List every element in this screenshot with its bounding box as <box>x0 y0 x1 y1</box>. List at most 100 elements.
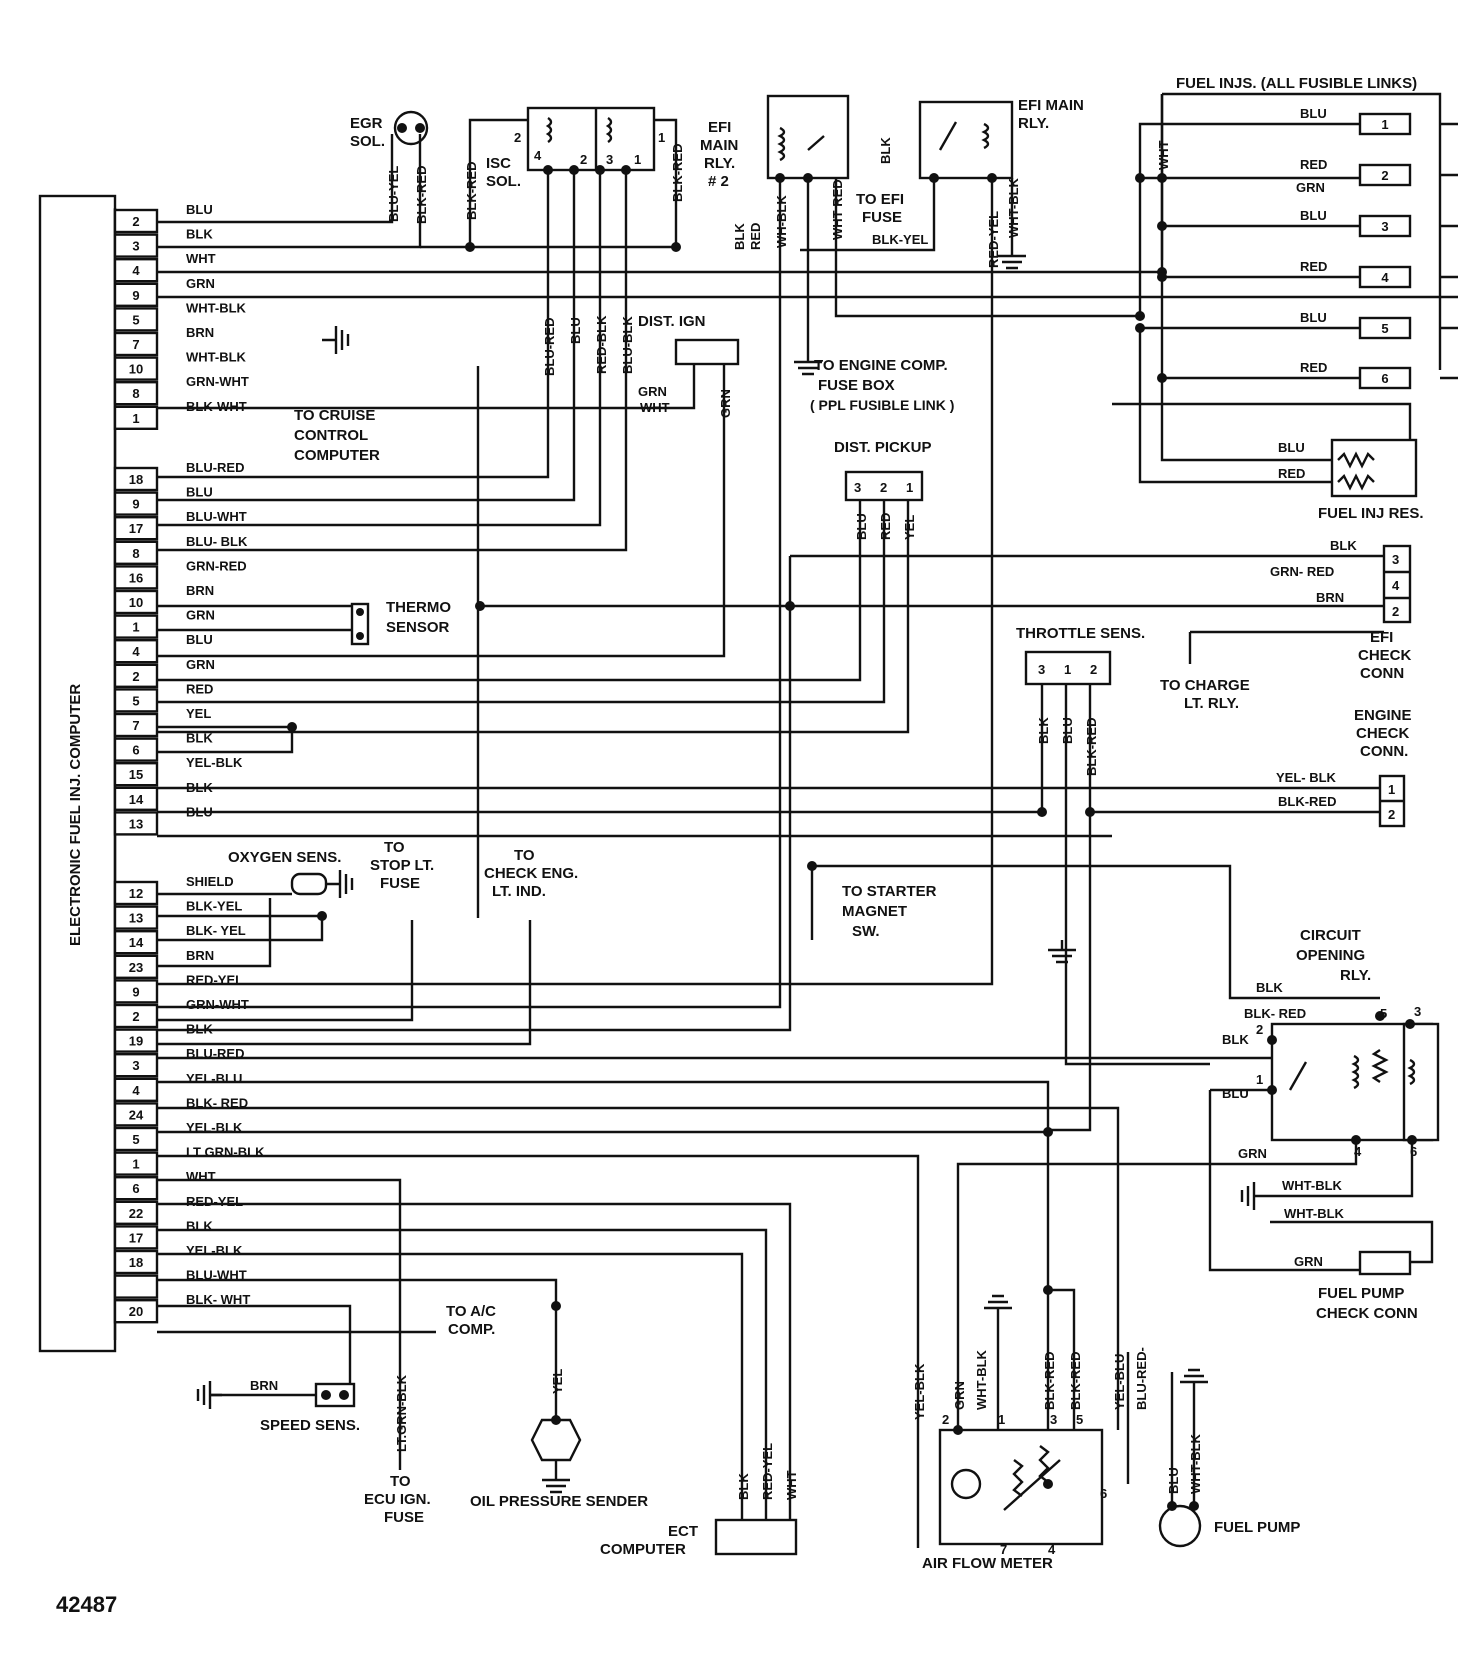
pin-cell <box>113 1200 159 1226</box>
pin-number: 4 <box>132 263 140 278</box>
pin-cell <box>113 516 159 541</box>
injector-number: 3 <box>1381 219 1388 234</box>
wire-label: WHT-BLK <box>1188 1433 1203 1494</box>
injector-connector <box>1358 163 1412 187</box>
pin-cell <box>113 688 159 713</box>
pin-number: 16 <box>129 570 143 585</box>
pin-wire-color: BLK- YEL <box>186 923 246 938</box>
speed-sensor: SPEED SENS. TO A/C COMP. TO ECU IGN. FUS… <box>260 1303 496 1526</box>
to-cruise-3: COMPUTER <box>294 447 380 464</box>
injector-number: 6 <box>1381 371 1388 386</box>
pin-number: 4 <box>132 644 140 659</box>
pin-wire-color: BLU <box>186 632 213 647</box>
wire-labels: BLU-YEL BLK-RED BLK-RED BLK-RED BLU-RED … <box>250 137 1357 1500</box>
pin-number: 18 <box>129 472 143 487</box>
wire-label: WHT-BLK <box>974 1349 989 1410</box>
pin-number: 14 <box>129 935 144 950</box>
pin-cell <box>113 1077 159 1103</box>
pin-number: 17 <box>129 1230 143 1245</box>
cor-pin-1: 1 <box>1256 1072 1263 1087</box>
pin-number: 22 <box>129 1206 143 1221</box>
throttle-pin-3: 3 <box>1038 662 1045 677</box>
pin-number: 3 <box>132 239 139 254</box>
isc-pin-3: 3 <box>606 152 613 167</box>
wire-label: WHT <box>784 1470 799 1500</box>
efi-main-relay-2: EFI MAIN RLY. # 2 <box>700 94 850 190</box>
pin-number: 15 <box>129 767 143 782</box>
injector-wire-color: GRN <box>1296 180 1325 195</box>
pin-cell <box>113 1274 159 1299</box>
injector-number: 2 <box>1381 168 1388 183</box>
pin-cell <box>113 1249 159 1275</box>
wire-label: WHT <box>640 400 670 415</box>
pin-cell <box>113 1052 159 1078</box>
cor-label-1: CIRCUIT <box>1300 927 1361 944</box>
wire-label: WH-BLK <box>774 195 789 248</box>
wire-label: GRN <box>638 384 667 399</box>
wire-label: BLK-RED <box>1068 1352 1083 1411</box>
pin-cell <box>113 466 159 492</box>
wire-label: RED-YEL <box>986 211 1001 268</box>
wire-label: BLU <box>1278 440 1305 455</box>
ground-icon <box>326 870 354 898</box>
oil-pressure-sender: OIL PRESSURE SENDER <box>470 1418 648 1510</box>
pin-number: 12 <box>129 886 143 901</box>
pin-number: 3 <box>132 1058 139 1073</box>
pin-cell <box>113 1298 159 1324</box>
wire-label: WHT <box>1156 140 1171 170</box>
pin-cell <box>113 282 159 307</box>
wire-label: YEL- BLK <box>1276 770 1337 785</box>
pin-number: 6 <box>132 743 139 758</box>
to-ac-1: TO A/C <box>446 1303 496 1320</box>
to-charge-2: LT. RLY. <box>1184 695 1239 712</box>
wire-label: BRN <box>250 1378 278 1393</box>
pin-cell <box>113 614 159 639</box>
pin-number: 7 <box>132 718 139 733</box>
efi-rly2-label-3: RLY. <box>704 155 735 172</box>
pin-cell <box>113 540 159 565</box>
thermo-sensor: THERMO SENSOR <box>350 599 451 646</box>
to-efi-fuse-1: TO EFI <box>856 191 904 208</box>
to-starter-1: TO STARTER <box>842 883 937 900</box>
wire-label: RED <box>1278 466 1305 481</box>
cor-pin-4: 4 <box>1354 1144 1362 1159</box>
dist-pickup-label: DIST. PICKUP <box>834 439 932 456</box>
pin-cell <box>113 331 159 357</box>
pin-wire-color: BRN <box>186 948 214 963</box>
cor-label-3: RLY. <box>1340 967 1371 984</box>
pin-cell <box>113 565 159 590</box>
fp-check-label-1: FUEL PUMP <box>1318 1285 1404 1302</box>
figure-id: 42487 <box>56 1592 117 1617</box>
wire-label: GRN- RED <box>1270 564 1334 579</box>
wire-label: GRN <box>1238 1146 1267 1161</box>
pin-wire-color: GRN <box>186 276 215 291</box>
pin-cell <box>113 258 159 283</box>
pin-cell <box>113 589 159 615</box>
pin-wire-color: RED-YEL <box>186 1194 243 1209</box>
pin-number: 7 <box>132 337 139 352</box>
pin-wire-color: BRN <box>186 583 214 598</box>
engine-check-conn: ENGINE CHECK CONN. 1 2 <box>1354 707 1412 828</box>
oxygen-sensor: OXYGEN SENS. TO STOP LT. FUSE TO CHECK E… <box>228 839 937 940</box>
to-ecu-3: FUSE <box>384 1509 424 1526</box>
pin-wire-color: GRN <box>186 657 215 672</box>
pin-cell <box>113 930 159 955</box>
computer-title: ELECTRONIC FUEL INJ. COMPUTER <box>67 684 84 946</box>
cor-label-2: OPENING <box>1296 947 1365 964</box>
pin-cell <box>113 663 159 688</box>
wire-label: GRN <box>1294 1254 1323 1269</box>
wire-label: BLK- RED <box>1244 1006 1306 1021</box>
ground-icon <box>998 244 1026 270</box>
wire-label: BLK <box>878 137 893 164</box>
pin-wire-color: RED <box>186 681 213 696</box>
pin-cell <box>113 639 159 664</box>
to-starter-3: SW. <box>852 923 880 940</box>
to-engine-comp-note: TO ENGINE COMP. FUSE BOX ( PPL FUSIBLE L… <box>810 357 954 413</box>
to-stop-lt-3: FUSE <box>380 875 420 892</box>
wire-label: RED <box>878 513 893 540</box>
efi-rly-label-1: EFI MAIN <box>1018 97 1084 114</box>
wire-label: BLU <box>1166 1467 1181 1494</box>
thermo-label-1: THERMO <box>386 599 451 616</box>
to-check-eng-3: LT. IND. <box>492 883 546 900</box>
efi-rly2-label-4: # 2 <box>708 173 729 190</box>
